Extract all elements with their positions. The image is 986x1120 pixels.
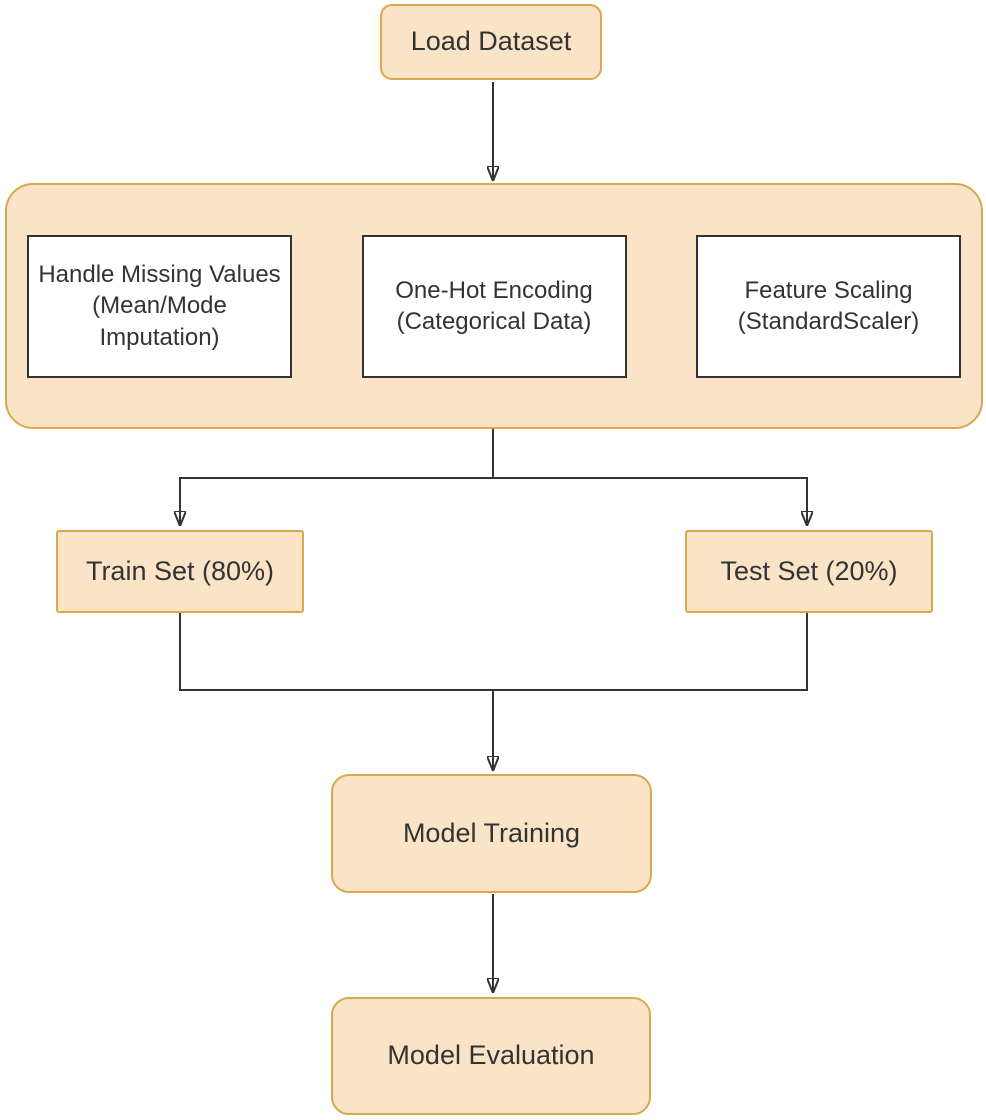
node-load-dataset-label: Load Dataset	[410, 26, 572, 57]
node-test-set: Test Set (20%)	[685, 530, 933, 613]
node-model-training: Model Training	[331, 774, 652, 893]
step-handle-missing-values-label: Handle Missing Values (Mean/Mode Imputat…	[38, 261, 281, 351]
node-load-dataset: Load Dataset	[380, 4, 602, 80]
connector-test-merge	[493, 613, 808, 691]
step-one-hot-encoding: One-Hot Encoding (Categorical Data)	[361, 234, 627, 378]
node-train-set: Train Set (80%)	[56, 530, 304, 613]
connector-split-to-train	[180, 477, 493, 524]
step-one-hot-encoding-label: One-Hot Encoding (Categorical Data)	[395, 276, 593, 335]
node-test-set-label: Test Set (20%)	[720, 555, 898, 586]
step-feature-scaling: Feature Scaling (StandardScaler)	[696, 234, 961, 378]
preprocessing-group: Handle Missing Values (Mean/Mode Imputat…	[5, 183, 983, 429]
node-model-evaluation-label: Model Evaluation	[387, 1040, 595, 1071]
step-handle-missing-values: Handle Missing Values (Mean/Mode Imputat…	[27, 234, 292, 378]
node-model-evaluation: Model Evaluation	[331, 997, 651, 1115]
step-feature-scaling-label: Feature Scaling (StandardScaler)	[737, 276, 920, 335]
connector-split-to-test	[493, 477, 807, 524]
node-train-set-label: Train Set (80%)	[85, 555, 275, 586]
connector-train-merge	[179, 613, 493, 691]
node-model-training-label: Model Training	[402, 817, 581, 848]
